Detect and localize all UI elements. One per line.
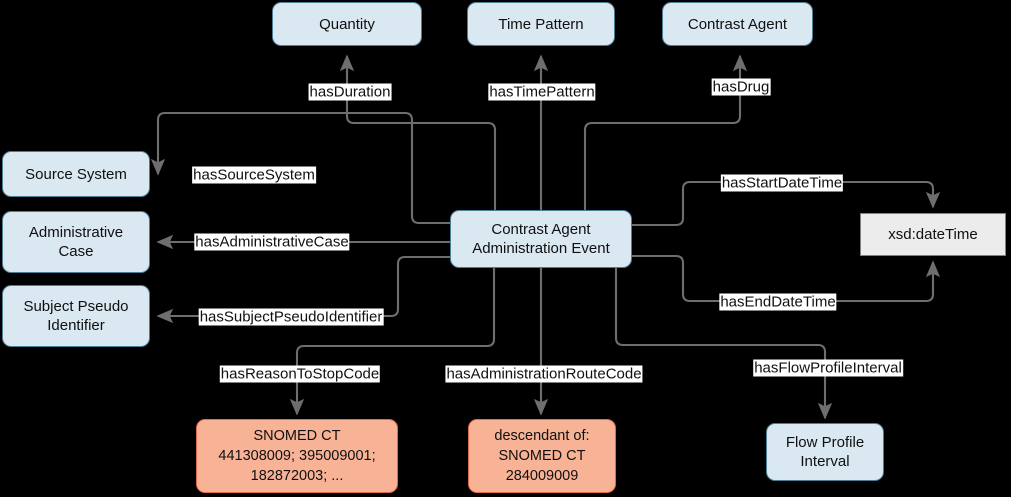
edge-label-has-reason-to-stop-code: hasReasonToStopCode xyxy=(219,365,381,383)
edge-path-has-subject-pseudo-identifier xyxy=(156,255,450,324)
node-source-system-label: Source System xyxy=(25,165,127,183)
edge-label-has-duration: hasDuration xyxy=(308,83,392,101)
node-subject-pseudo-identifier[interactable]: Subject Pseudo Identifier xyxy=(2,285,150,347)
node-source-system[interactable]: Source System xyxy=(2,151,150,197)
edge-path-has-drug xyxy=(583,54,748,210)
node-snomed-reason-to-stop[interactable]: SNOMED CT 441308009; 395009001; 18287200… xyxy=(196,419,398,493)
node-flow-profile-interval-label: Flow Profile Interval xyxy=(785,434,865,470)
edge-label-has-flow-profile-interval: hasFlowProfileInterval xyxy=(753,359,903,377)
edge-path-has-source-system xyxy=(150,111,450,225)
node-flow-profile-interval[interactable]: Flow Profile Interval xyxy=(766,423,884,481)
edge-path-has-end-date-time xyxy=(632,254,941,303)
node-administrative-case-label: Administrative Case xyxy=(28,224,124,260)
edge-label-has-administrative-case: hasAdministrativeCase xyxy=(194,233,350,251)
node-quantity[interactable]: Quantity xyxy=(272,2,422,46)
node-snomed-administration-route-label: descendant of: SNOMED CT 284009009 xyxy=(494,428,590,484)
edge-path-has-flow-profile-interval xyxy=(614,268,833,420)
node-contrast-agent-label: Contrast Agent xyxy=(687,15,788,33)
node-contrast-agent-administration-event[interactable]: Contrast Agent Administration Event xyxy=(450,210,632,268)
edge-label-has-time-pattern: hasTimePattern xyxy=(488,83,596,101)
edge-label-has-source-system: hasSourceSystem xyxy=(192,166,316,184)
edge-label-has-subject-pseudo-identifier: hasSubjectPseudoIdentifier xyxy=(198,308,384,326)
edge-label-has-drug: hasDrug xyxy=(711,78,771,96)
node-subject-pseudo-identifier-label: Subject Pseudo Identifier xyxy=(23,298,129,334)
edge-label-has-end-date-time: hasEndDateTime xyxy=(719,293,837,311)
node-xsd-datetime-label: xsd:dateTime xyxy=(888,226,978,243)
node-xsd-datetime[interactable]: xsd:dateTime xyxy=(860,213,1006,256)
edge-path-has-start-date-time xyxy=(632,180,941,227)
node-time-pattern-label: Time Pattern xyxy=(498,15,584,33)
edge-label-has-start-date-time: hasStartDateTime xyxy=(720,174,844,192)
node-administrative-case[interactable]: Administrative Case xyxy=(2,211,150,273)
edge-label-has-administration-route-code: hasAdministrationRouteCode xyxy=(445,365,643,383)
edge-path-has-reason-to-stop-code xyxy=(289,268,496,416)
edge-path-has-duration xyxy=(339,54,497,210)
node-quantity-label: Quantity xyxy=(319,15,375,33)
node-snomed-administration-route[interactable]: descendant of: SNOMED CT 284009009 xyxy=(468,419,616,493)
node-snomed-reason-to-stop-label: SNOMED CT 441308009; 395009001; 18287200… xyxy=(218,428,376,484)
node-contrast-agent[interactable]: Contrast Agent xyxy=(662,2,813,46)
node-contrast-agent-administration-event-label: Contrast Agent Administration Event xyxy=(472,221,610,257)
node-time-pattern[interactable]: Time Pattern xyxy=(467,2,615,46)
